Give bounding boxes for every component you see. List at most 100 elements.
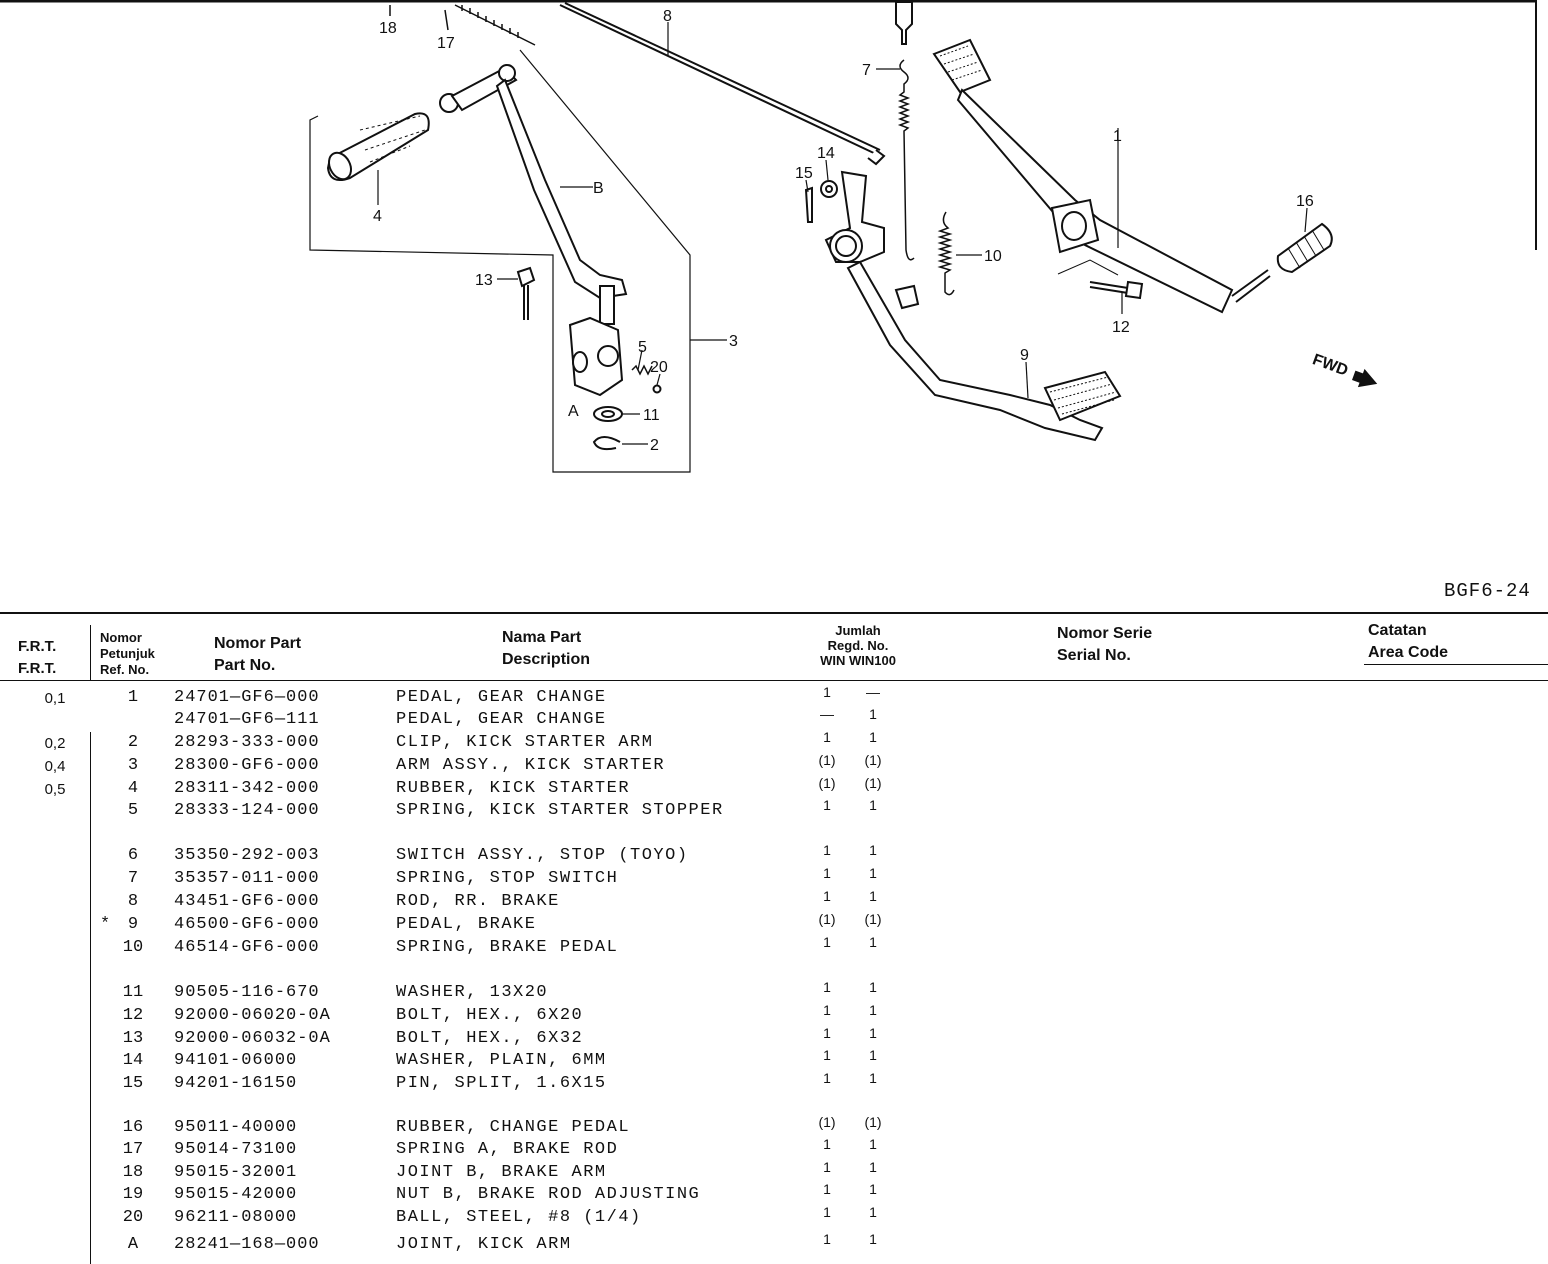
description-cell: PIN, SPLIT, 1.6X15 <box>396 1074 607 1093</box>
column-divider-frt-body <box>90 732 91 1264</box>
ref-no-cell: 6 <box>127 846 139 865</box>
hex-bolt-part <box>516 266 536 320</box>
ref-no-cell: 16 <box>122 1118 144 1137</box>
qty-win-cell: 1 <box>823 1181 831 1197</box>
part-no-cell: 95015-32001 <box>174 1163 298 1182</box>
gear-change-pedal-part <box>932 38 1271 314</box>
qty-win100-cell: 1 <box>869 979 877 995</box>
kick-arm-part <box>439 64 628 325</box>
kick-arm-joint-part <box>568 316 624 397</box>
header-area-code: Catatan Area Code <box>1368 620 1448 664</box>
description-cell: SPRING, KICK STARTER STOPPER <box>396 801 724 820</box>
header-desc-line1: Nama Part <box>502 629 582 646</box>
callout-14: 14 <box>817 145 835 162</box>
table-top-rule <box>0 612 1548 614</box>
qty-win-cell: (1) <box>818 911 836 927</box>
description-cell: PEDAL, GEAR CHANGE <box>396 688 607 707</box>
callout-7: 7 <box>862 62 871 79</box>
column-divider-frt <box>90 625 91 680</box>
ref-no-cell: 15 <box>122 1074 144 1093</box>
qty-win100-cell: 1 <box>869 1002 877 1018</box>
qty-win-cell: 1 <box>823 934 831 950</box>
area-code-rule <box>1364 664 1548 665</box>
steel-ball-part <box>652 384 662 394</box>
kick-starter-rubber-part <box>326 112 430 181</box>
qty-win100-cell: 1 <box>869 842 877 858</box>
part-no-cell: 46514-GF6-000 <box>174 938 320 957</box>
ref-no-cell: 10 <box>122 938 144 957</box>
description-cell: RUBBER, CHANGE PEDAL <box>396 1118 631 1137</box>
description-cell: ARM ASSY., KICK STARTER <box>396 756 666 775</box>
qty-win100-cell: 1 <box>869 797 877 813</box>
header-qty-line3: WIN WIN100 <box>820 653 896 668</box>
qty-win100-cell: 1 <box>869 888 877 904</box>
forward-direction-arrow <box>1352 368 1378 388</box>
description-cell: JOINT, KICK ARM <box>396 1235 572 1254</box>
qty-win-cell: 1 <box>823 1070 831 1086</box>
ref-no-cell: 3 <box>127 756 139 775</box>
description-cell: SPRING A, BRAKE ROD <box>396 1140 619 1159</box>
callout-1: 1 <box>1113 128 1122 145</box>
description-cell: PEDAL, GEAR CHANGE <box>396 710 607 729</box>
qty-win-cell: 1 <box>823 1047 831 1063</box>
qty-win100-cell: (1) <box>864 1114 882 1130</box>
qty-win100-cell: 1 <box>869 1070 877 1086</box>
callout-9: 9 <box>1020 347 1029 364</box>
part-no-cell: 43451-GF6-000 <box>174 892 320 911</box>
description-cell: NUT B, BRAKE ROD ADJUSTING <box>396 1185 701 1204</box>
part-no-cell: 28333-124-000 <box>174 801 320 820</box>
frt-cell: 0,4 <box>44 758 66 775</box>
callout-15: 15 <box>795 165 813 182</box>
qty-win100-cell: 1 <box>869 865 877 881</box>
callout-17: 17 <box>437 35 455 52</box>
header-description: Nama Part Description <box>502 627 590 671</box>
qty-win100-cell: — <box>866 684 880 700</box>
part-no-cell: 28241—168—000 <box>174 1235 320 1254</box>
stop-switch-part <box>895 1 913 45</box>
part-no-cell: 90505-116-670 <box>174 983 320 1002</box>
qty-win-cell: 1 <box>823 1136 831 1152</box>
callout-a: A <box>568 403 579 420</box>
brake-pedal-spring-part <box>937 211 955 296</box>
qty-win-cell: — <box>820 706 834 722</box>
header-ref-line3: Ref. No. <box>100 662 150 677</box>
part-no-cell: 35350-292-003 <box>174 846 320 865</box>
ref-no-cell: 17 <box>122 1140 144 1159</box>
ref-no-cell: 18 <box>122 1163 144 1182</box>
description-cell: CLIP, KICK STARTER ARM <box>396 733 654 752</box>
part-no-cell: 95014-73100 <box>174 1140 298 1159</box>
ref-no-cell: 7 <box>127 869 139 888</box>
part-no-cell: 35357-011-000 <box>174 869 320 888</box>
header-ref-no: Nomor Petunjuk Ref. No. <box>100 630 155 678</box>
part-no-cell: 95011-40000 <box>174 1118 298 1137</box>
ref-no-cell: 20 <box>122 1208 144 1227</box>
callout-2: 2 <box>650 437 659 454</box>
part-no-cell: 46500-GF6-000 <box>174 915 320 934</box>
header-part-no: Nomor Part Part No. <box>214 633 301 677</box>
description-cell: BOLT, HEX., 6X32 <box>396 1029 584 1048</box>
ref-no-cell: 11 <box>122 983 144 1002</box>
description-cell: RUBBER, KICK STARTER <box>396 779 631 798</box>
qty-win100-cell: 1 <box>869 1025 877 1041</box>
ref-no-cell: 8 <box>127 892 139 911</box>
qty-win-cell: 1 <box>823 1025 831 1041</box>
frt-cell: 0,1 <box>44 690 66 707</box>
ref-no-cell: 14 <box>122 1051 144 1070</box>
qty-win-cell: 1 <box>823 865 831 881</box>
part-no-cell: 92000-06020-0A <box>174 1006 331 1025</box>
description-cell: SPRING, STOP SWITCH <box>396 869 619 888</box>
callout-13: 13 <box>475 272 493 289</box>
header-quantity: Jumlah Regd. No. WIN WIN100 <box>808 623 908 668</box>
description-cell: BOLT, HEX., 6X20 <box>396 1006 584 1025</box>
ref-no-cell: A <box>127 1235 139 1254</box>
stop-switch-spring-part <box>897 59 915 261</box>
plain-washer-part <box>820 180 838 198</box>
callout-11: 11 <box>643 407 660 424</box>
header-serial-no: Nomor Serie Serial No. <box>1057 623 1152 667</box>
ref-no-cell: 12 <box>122 1006 144 1025</box>
header-frt: F.R.T. F.R.T. <box>18 636 56 680</box>
washer-part <box>593 406 623 422</box>
description-cell: BALL, STEEL, #8 (1/4) <box>396 1208 642 1227</box>
ref-no-cell: 9 <box>127 915 139 934</box>
qty-win-cell: 1 <box>823 1002 831 1018</box>
